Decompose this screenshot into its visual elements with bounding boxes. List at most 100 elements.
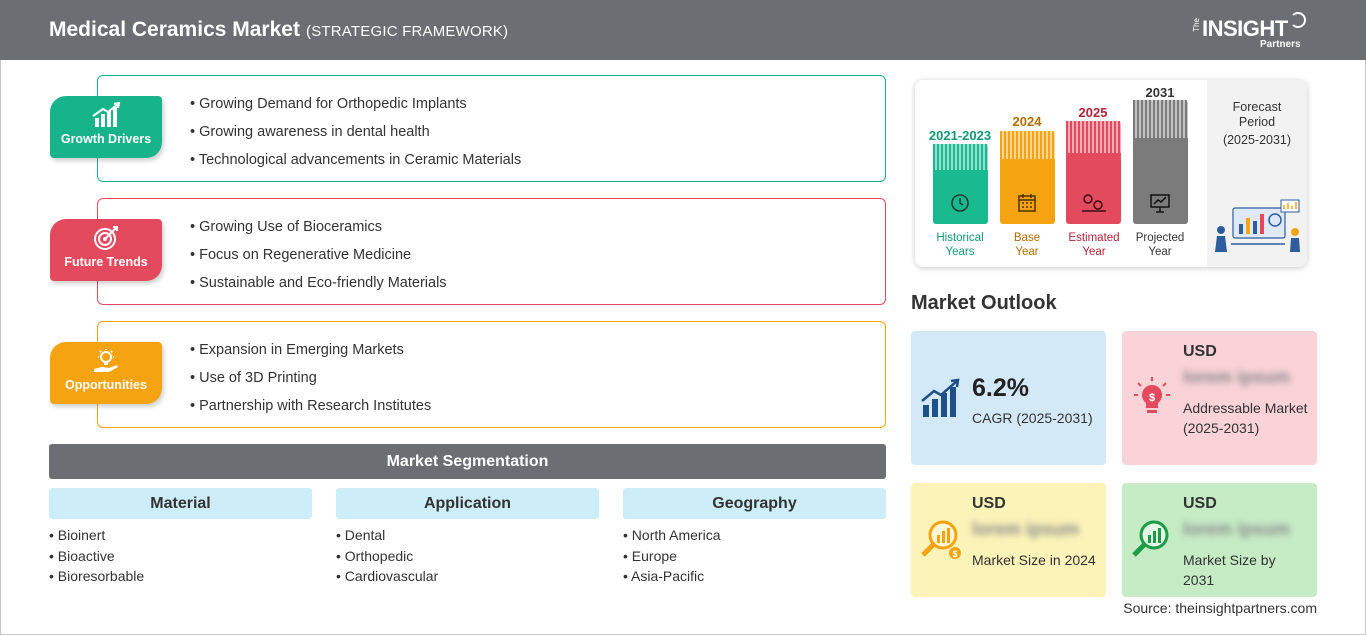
opportunities-card: Expansion in Emerging Markets Use of 3D …	[97, 321, 886, 428]
bar-year-label: 2024	[1012, 114, 1042, 129]
cagr-label: CAGR (2025-2031)	[972, 410, 1093, 426]
timeline-panel: 2021-2023 Historical Years 2024 Base Yea…	[915, 80, 1307, 267]
calendar-icon	[1018, 194, 1036, 212]
forecast-title-line: Forecast	[1232, 100, 1282, 114]
segment-material: Material Bioinert Bioactive Bioresorbabl…	[49, 488, 312, 588]
estimated-bar	[1066, 121, 1121, 224]
segment-heading: Geography	[623, 488, 886, 519]
market-size-2031-card: USD lorem ipsum Market Size by 2031	[1122, 483, 1317, 597]
opportunities-list: Expansion in Emerging Markets Use of 3D …	[190, 340, 431, 424]
cagr-value: 6.2%	[972, 374, 1029, 402]
forecast-range: (2025-2031)	[1222, 133, 1292, 147]
segment-geography: Geography North America Europe Asia-Paci…	[623, 488, 886, 588]
list-item: Focus on Regenerative Medicine	[190, 245, 447, 273]
list-item: North America	[623, 526, 886, 547]
svg-text:$: $	[1149, 392, 1155, 404]
usd-label: USD	[972, 495, 1006, 512]
list-item: Cardiovascular	[336, 567, 599, 588]
cagr-card: 6.2% CAGR (2025-2031)	[911, 331, 1106, 465]
addressable-market-card: USD lorem ipsum $ Addressable Market (20…	[1122, 331, 1317, 465]
projected-bar	[1133, 100, 1188, 224]
bar-stripes	[933, 144, 988, 170]
bar-caption: Base Year	[991, 231, 1063, 259]
logo-arc-icon	[1290, 12, 1306, 28]
bar-caption-line: Projected	[1135, 232, 1185, 244]
bar-caption-line: Base	[1013, 232, 1041, 244]
blurred-value: lorem ipsum	[1183, 519, 1291, 539]
growth-chart-icon	[921, 378, 960, 417]
bar-year-label: 2025	[1078, 105, 1108, 120]
list-item: Partnership with Research Institutes	[190, 396, 431, 424]
market-segmentation-header: Market Segmentation	[49, 444, 886, 479]
list-item: Expansion in Emerging Markets	[190, 340, 431, 368]
market-size-2024-label: Market Size in 2024	[972, 552, 1096, 568]
list-item: Growing awareness in dental health	[190, 122, 521, 150]
logo-brand-text: INSIGHT	[1202, 16, 1288, 41]
bar-caption-line: Estimated	[1068, 232, 1120, 244]
lightbulb-dollar-icon: $	[1134, 377, 1170, 413]
future-trends-card: Growing Use of Bioceramics Focus on Rege…	[97, 198, 886, 305]
header-bar: Medical Ceramics Market (STRATEGIC FRAME…	[0, 0, 1366, 60]
list-item: Bioactive	[49, 547, 312, 568]
market-outlook-title: Market Outlook	[911, 292, 1057, 314]
market-size-2031-label: Market Size by 2031	[1183, 552, 1276, 588]
presentation-board-icon	[1150, 194, 1170, 213]
base-bar	[1000, 131, 1055, 224]
list-item: Sustainable and Eco-friendly Materials	[190, 273, 446, 301]
svg-text:$: $	[952, 549, 957, 559]
segment-heading: Material	[49, 488, 312, 519]
list-item: Dental	[336, 526, 599, 547]
bar-caption-line: Year	[1015, 246, 1039, 258]
usd-label: USD	[1183, 495, 1217, 512]
growth-drivers-card: Growing Demand for Orthopedic Implants G…	[97, 75, 886, 182]
list-item: Technological advancements in Ceramic Ma…	[190, 150, 521, 178]
badge-label: Future Trends	[64, 255, 148, 269]
segment-application: Application Dental Orthopedic Cardiovasc…	[336, 488, 599, 588]
logo-partners-text: Partners	[1260, 39, 1301, 50]
list-item: Growing Use of Bioceramics	[190, 217, 447, 245]
future-trends-list: Growing Use of Bioceramics Focus on Rege…	[190, 217, 447, 301]
bar-year-label: 2031	[1145, 85, 1175, 100]
opportunities-badge: Opportunities	[50, 342, 162, 404]
historical-bar	[933, 144, 988, 224]
gears-icon	[1082, 194, 1106, 212]
target-icon	[94, 226, 118, 250]
segment-heading: Application	[336, 488, 599, 519]
blurred-value: lorem ipsum	[972, 519, 1080, 539]
forecast-title: Forecast Period	[1207, 100, 1307, 130]
bar-caption-line: Year	[1082, 246, 1106, 258]
bar-caption-line: Historical	[936, 232, 984, 244]
usd-label: USD	[1183, 343, 1217, 360]
bar-caption: Historical Years	[924, 231, 996, 259]
growth-drivers-list: Growing Demand for Orthopedic Implants G…	[190, 94, 521, 178]
list-item: Europe	[623, 547, 886, 568]
bar-stripes	[1000, 131, 1055, 159]
growth-drivers-badge: Growth Drivers	[50, 96, 162, 158]
bar-year-label: 2021-2023	[928, 128, 992, 143]
lightbulb-hand-icon	[94, 349, 118, 372]
bar-caption-line: Year	[1148, 246, 1172, 258]
blurred-value: lorem ipsum	[1183, 367, 1291, 387]
list-item: Orthopedic	[336, 547, 599, 568]
list-item: Bioinert	[49, 526, 312, 547]
bar-stripes	[1133, 100, 1188, 138]
forecast-period-panel: Forecast Period (2025-2031)	[1207, 80, 1307, 267]
insight-partners-logo[interactable]: The INSIGHT Partners	[1192, 12, 1312, 56]
page-title: Medical Ceramics Market	[49, 18, 300, 41]
bar-caption: Projected Year	[1124, 231, 1196, 259]
list-item: Growing Demand for Orthopedic Implants	[190, 94, 521, 122]
source-credit: Source: theinsightpartners.com	[1123, 600, 1317, 616]
addressable-market-label: Addressable Market (2025-2031)	[1183, 400, 1308, 436]
future-trends-badge: Future Trends	[50, 219, 162, 281]
list-item: Use of 3D Printing	[190, 368, 431, 396]
growth-chart-icon	[92, 102, 121, 127]
analytics-illustration-icon	[1215, 199, 1300, 252]
page-subtitle: (STRATEGIC FRAMEWORK)	[306, 23, 509, 40]
bar-caption-line: Years	[945, 246, 975, 258]
badge-label: Opportunities	[65, 378, 147, 392]
forecast-title-line: Period	[1238, 115, 1276, 129]
badge-label: Growth Drivers	[60, 132, 152, 146]
list-item: Asia-Pacific	[623, 567, 886, 588]
bar-stripes	[1066, 121, 1121, 153]
magnifier-chart-icon	[1132, 520, 1169, 557]
